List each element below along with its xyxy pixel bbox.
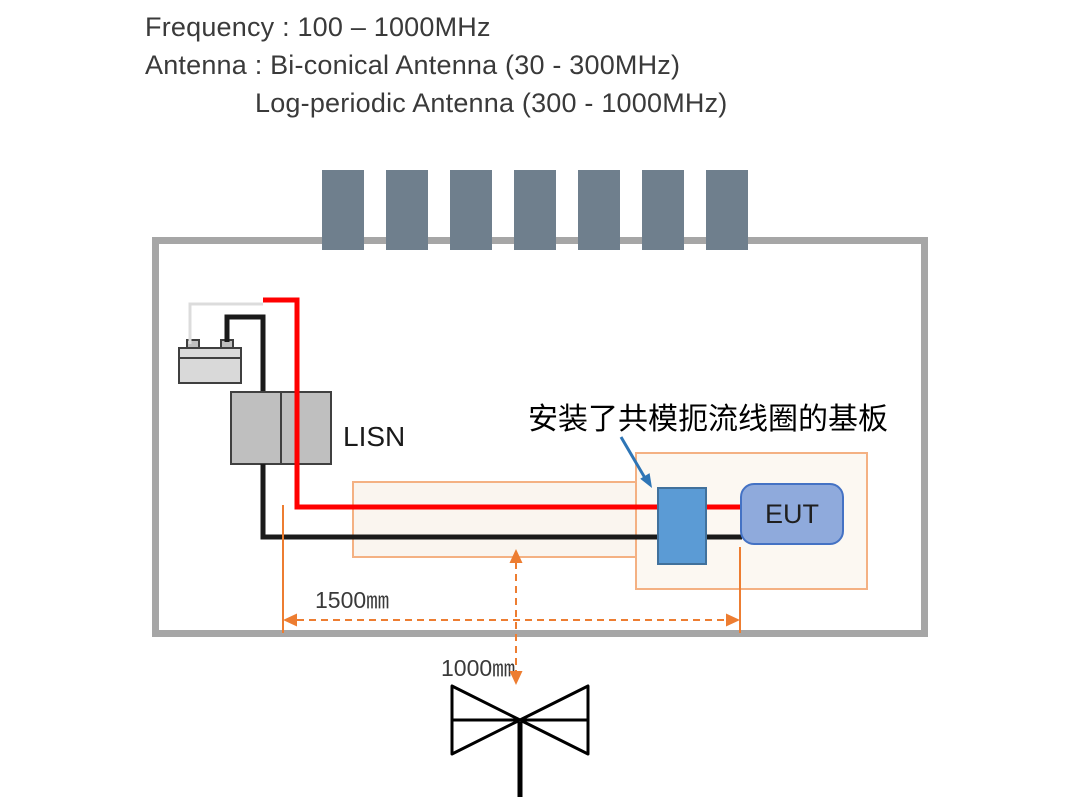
battery-terminal-icon bbox=[220, 339, 234, 349]
absorber-row bbox=[322, 170, 748, 250]
absorber-tile-icon bbox=[706, 170, 748, 250]
choke-board-annotation: 安装了共模扼流线圈的基板 bbox=[528, 403, 888, 436]
absorber-tile-icon bbox=[450, 170, 492, 250]
eut-label: EUT bbox=[765, 498, 819, 529]
dimension-1500mm-label: 1500㎜ bbox=[315, 587, 390, 613]
absorber-tile-icon bbox=[514, 170, 556, 250]
common-mode-choke-module bbox=[657, 487, 707, 565]
lisn-label: LISN bbox=[343, 421, 406, 452]
absorber-tile-icon bbox=[386, 170, 428, 250]
dimension-1000mm-label: 1000㎜ bbox=[441, 655, 516, 681]
lisn-cell bbox=[279, 391, 332, 465]
lisn-cell bbox=[230, 391, 282, 465]
absorber-tile-icon bbox=[322, 170, 364, 250]
biconical-antenna-icon bbox=[450, 684, 590, 797]
lisn-box bbox=[230, 391, 332, 465]
battery-terminal-icon bbox=[186, 339, 200, 349]
spec-text-block: Frequency : 100 – 1000MHz Antenna : Bi-c… bbox=[145, 8, 727, 122]
frequency-spec: Frequency : 100 – 1000MHz bbox=[145, 12, 491, 42]
battery-icon bbox=[178, 339, 242, 384]
absorber-tile-icon bbox=[578, 170, 620, 250]
absorber-tile-icon bbox=[642, 170, 684, 250]
antenna-spec-line2: Log-periodic Antenna (300 - 1000MHz) bbox=[255, 88, 728, 118]
eut-box: EUT bbox=[740, 483, 844, 545]
antenna-spec-line1: Antenna : Bi-conical Antenna (30 - 300MH… bbox=[145, 50, 681, 80]
wire-harness-area bbox=[352, 481, 660, 558]
